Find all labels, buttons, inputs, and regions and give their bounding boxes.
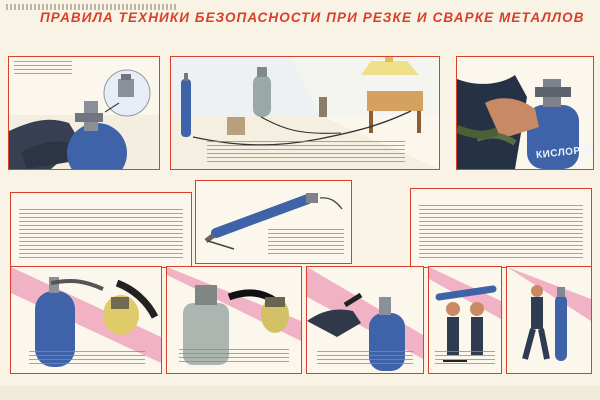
panel-room-layout bbox=[170, 56, 440, 170]
top-left-meta bbox=[6, 4, 176, 10]
valve-inspection-illustration bbox=[9, 57, 159, 169]
oxygen-cylinder-illustration bbox=[457, 57, 593, 169]
panel-valve-inspection bbox=[8, 56, 160, 170]
panel-oxygen-cylinder: КИСЛОРОД bbox=[456, 56, 594, 170]
panel-left-text bbox=[10, 192, 192, 268]
page-title: ПРАВИЛА ТЕХНИКИ БЕЗОПАСНОСТИ ПРИ РЕЗКЕ И… bbox=[40, 10, 585, 25]
bottom-panel-5-illustration bbox=[507, 267, 591, 373]
panel-bottom-1 bbox=[10, 266, 162, 374]
panel-bottom-4 bbox=[428, 266, 502, 374]
panel-bottom-5 bbox=[506, 266, 592, 374]
panel-bottom-3 bbox=[306, 266, 424, 374]
panel-right-text bbox=[410, 188, 592, 268]
panel-hose-transport bbox=[195, 180, 352, 264]
panel-bottom-2 bbox=[166, 266, 302, 374]
footer bbox=[0, 386, 600, 400]
